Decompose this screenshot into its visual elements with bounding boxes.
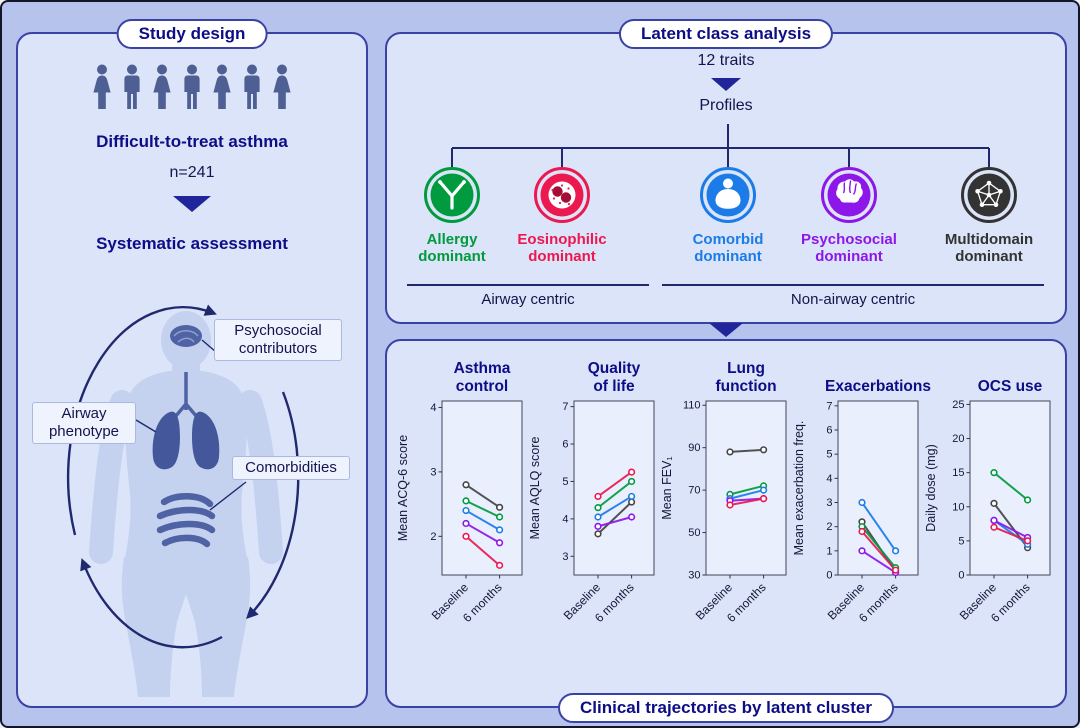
person-icon: [700, 167, 756, 223]
svg-text:Daily dose (mg): Daily dose (mg): [924, 444, 938, 532]
chart-title: Lung function: [715, 360, 777, 395]
airway-phenotype-label: Airway phenotype: [32, 402, 136, 444]
man-icon: [244, 64, 260, 109]
cluster-multidomain: Multidomain dominant: [929, 166, 1049, 266]
airway-centric-label: Airway centric: [481, 291, 575, 308]
svg-text:Mean ACQ-6 score: Mean ACQ-6 score: [396, 435, 410, 541]
comorbidities-label: Comorbidities: [232, 456, 350, 480]
svg-text:3: 3: [562, 551, 568, 563]
svg-text:Mean FEV₁: Mean FEV₁: [660, 456, 674, 519]
svg-text:0: 0: [826, 570, 832, 582]
chart-title: Asthma control: [453, 360, 511, 395]
non-airway-centric-line: [662, 284, 1044, 286]
traits-label: 12 traits: [697, 52, 755, 69]
svg-text:5: 5: [826, 449, 832, 461]
cluster-comorbid: Comorbid dominant: [668, 166, 788, 266]
svg-text:4: 4: [826, 473, 832, 485]
psychosocial-contributors-label: Psychosocial contributors: [214, 319, 342, 361]
svg-text:4: 4: [430, 402, 436, 414]
svg-text:4: 4: [562, 513, 568, 525]
latent-class-panel: 12 traits Profiles: [385, 32, 1067, 324]
cluster-label: Comorbid dominant: [692, 231, 764, 266]
cycle-arrows: [66, 304, 300, 649]
down-arrow: [709, 323, 743, 337]
brain-icon: [821, 167, 877, 223]
svg-text:Mean exacerbation freq.: Mean exacerbation freq.: [792, 421, 806, 556]
cohort-icons: [18, 64, 366, 110]
svg-text:10: 10: [952, 501, 964, 513]
cluster-label: Psychosocial dominant: [801, 231, 897, 266]
man-icon: [184, 64, 200, 109]
intestines-organ-icon: [156, 493, 216, 548]
svg-text:20: 20: [952, 433, 964, 445]
cluster-psychosocial: Psychosocial dominant: [789, 166, 909, 266]
study-design-panel: Difficult-to-treat asthma n=241 Systemat…: [16, 32, 368, 708]
assessment-title: Systematic assessment: [96, 234, 288, 253]
svg-text:2: 2: [826, 521, 832, 533]
svg-text:15: 15: [952, 467, 964, 479]
brain-organ-icon: [170, 325, 202, 347]
svg-text:5: 5: [958, 535, 964, 547]
woman-icon: [213, 64, 231, 109]
svg-text:6: 6: [826, 425, 832, 437]
chart-title: OCS use: [977, 377, 1043, 395]
non-airway-centric-label: Non-airway centric: [790, 291, 916, 308]
woman-icon: [273, 64, 291, 109]
svg-text:0: 0: [958, 570, 964, 582]
body-figure: Psychosocial contributors Airway phenoty…: [18, 252, 370, 710]
body-silhouette: [89, 311, 283, 697]
svg-text:1: 1: [826, 545, 832, 557]
man-icon: [124, 64, 140, 109]
trajectories-pill: Clinical trajectories by latent cluster: [558, 693, 894, 723]
lungs-organ-icon: [152, 372, 220, 470]
chart-title: Quality of life: [587, 360, 641, 395]
network-icon: [961, 167, 1017, 223]
woman-icon: [153, 64, 171, 109]
cluster-label: Allergy dominant: [418, 231, 486, 266]
cohort-title: Difficult-to-treat asthma: [96, 132, 288, 151]
svg-text:2: 2: [430, 531, 436, 543]
svg-text:6: 6: [562, 439, 568, 451]
cluster-label: Multidomain dominant: [944, 231, 1034, 266]
woman-icon: [93, 64, 111, 109]
svg-text:30: 30: [688, 570, 700, 582]
svg-text:5: 5: [562, 476, 568, 488]
sample-size: n=241: [169, 164, 215, 181]
down-arrow: [711, 78, 741, 91]
svg-text:90: 90: [688, 442, 700, 454]
svg-text:3: 3: [826, 497, 832, 509]
airway-centric-line: [407, 284, 649, 286]
study-design-pill: Study design: [116, 19, 268, 49]
svg-text:50: 50: [688, 527, 700, 539]
label-leader-lines: [135, 339, 247, 511]
svg-text:110: 110: [683, 400, 701, 412]
cluster-allergy: Allergy dominant: [392, 166, 512, 266]
svg-text:25: 25: [952, 399, 964, 411]
antibody-icon: [424, 167, 480, 223]
chart-title: Exacerbations: [825, 377, 931, 395]
down-arrow: [173, 196, 211, 212]
svg-text:7: 7: [562, 401, 568, 413]
cluster-eosinophilic: Eosinophilic dominant: [502, 166, 622, 266]
svg-text:7: 7: [826, 400, 832, 412]
svg-text:3: 3: [430, 466, 436, 478]
eosinophil-icon: [534, 167, 590, 223]
svg-text:Mean AQLQ score: Mean AQLQ score: [528, 437, 542, 540]
svg-text:70: 70: [688, 485, 700, 497]
latent-class-pill: Latent class analysis: [618, 19, 834, 49]
cluster-label: Eosinophilic dominant: [517, 231, 607, 266]
profiles-label: Profiles: [699, 97, 753, 114]
